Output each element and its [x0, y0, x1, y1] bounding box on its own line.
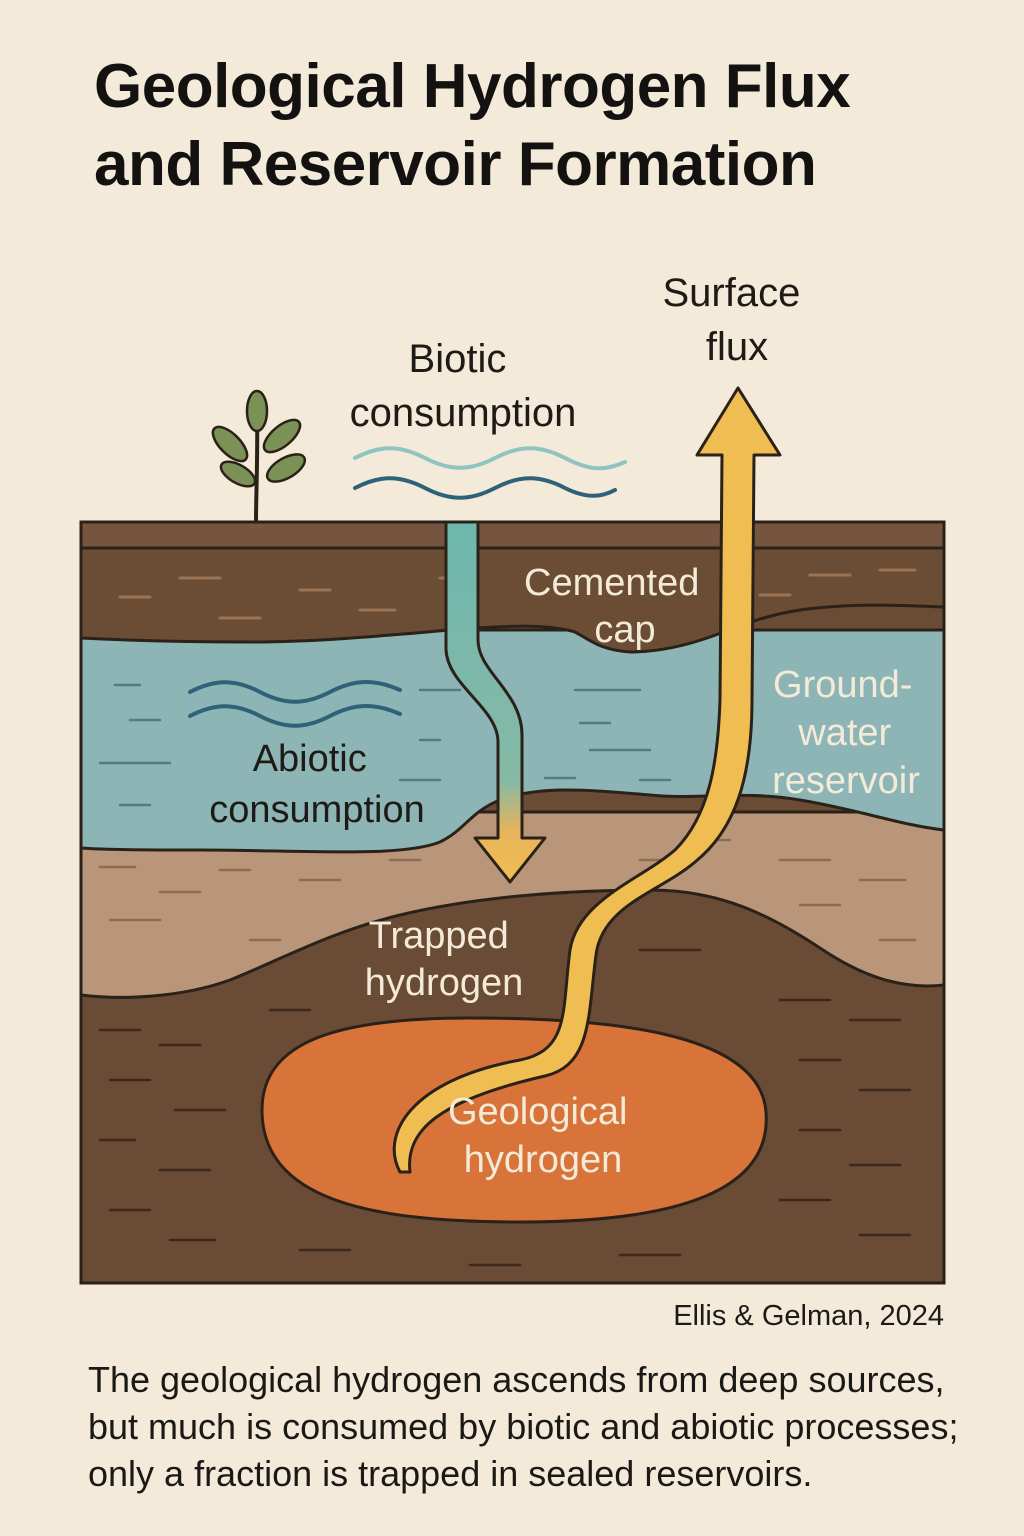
surface-flux-label: Surface flux [663, 271, 812, 369]
plant-sprout-icon [211, 389, 307, 540]
geological-hydrogen-source [260, 1016, 768, 1224]
groundwater-reservoir-label: Ground- water reservoir [772, 664, 923, 802]
citation: Ellis & Gelman, 2024 [673, 1300, 944, 1332]
figure-caption: The geological hydrogen ascends from dee… [88, 1356, 988, 1497]
surface-flux-arrow [392, 386, 782, 1174]
page-title: Geological Hydrogen Flux and Reservoir F… [94, 48, 954, 204]
cemented-cap-label: Cemented cap [524, 562, 710, 651]
soil-cross-section [81, 522, 944, 1283]
title-line-2: and Reservoir Formation [94, 130, 817, 199]
abiotic-waves-icon [188, 680, 402, 728]
abiotic-consumption-label: Abiotic consumption [209, 738, 424, 831]
caption-line-1: The geological hydrogen ascends from dee… [88, 1359, 945, 1400]
biotic-consumption-label: Biotic consumption [350, 337, 577, 435]
biotic-waves-icon [353, 446, 627, 500]
sand-layer [81, 810, 944, 999]
geological-hydrogen-label: Geological hydrogen [448, 1091, 638, 1181]
title-line-1: Geological Hydrogen Flux [94, 52, 851, 121]
biotic-downflow-arrow [444, 520, 547, 884]
trapped-hydrogen-label: Trapped hydrogen [365, 915, 523, 1004]
caption-line-3: only a fraction is trapped in sealed res… [88, 1453, 813, 1494]
caption-line-2: but much is consumed by biotic and abiot… [88, 1406, 959, 1447]
